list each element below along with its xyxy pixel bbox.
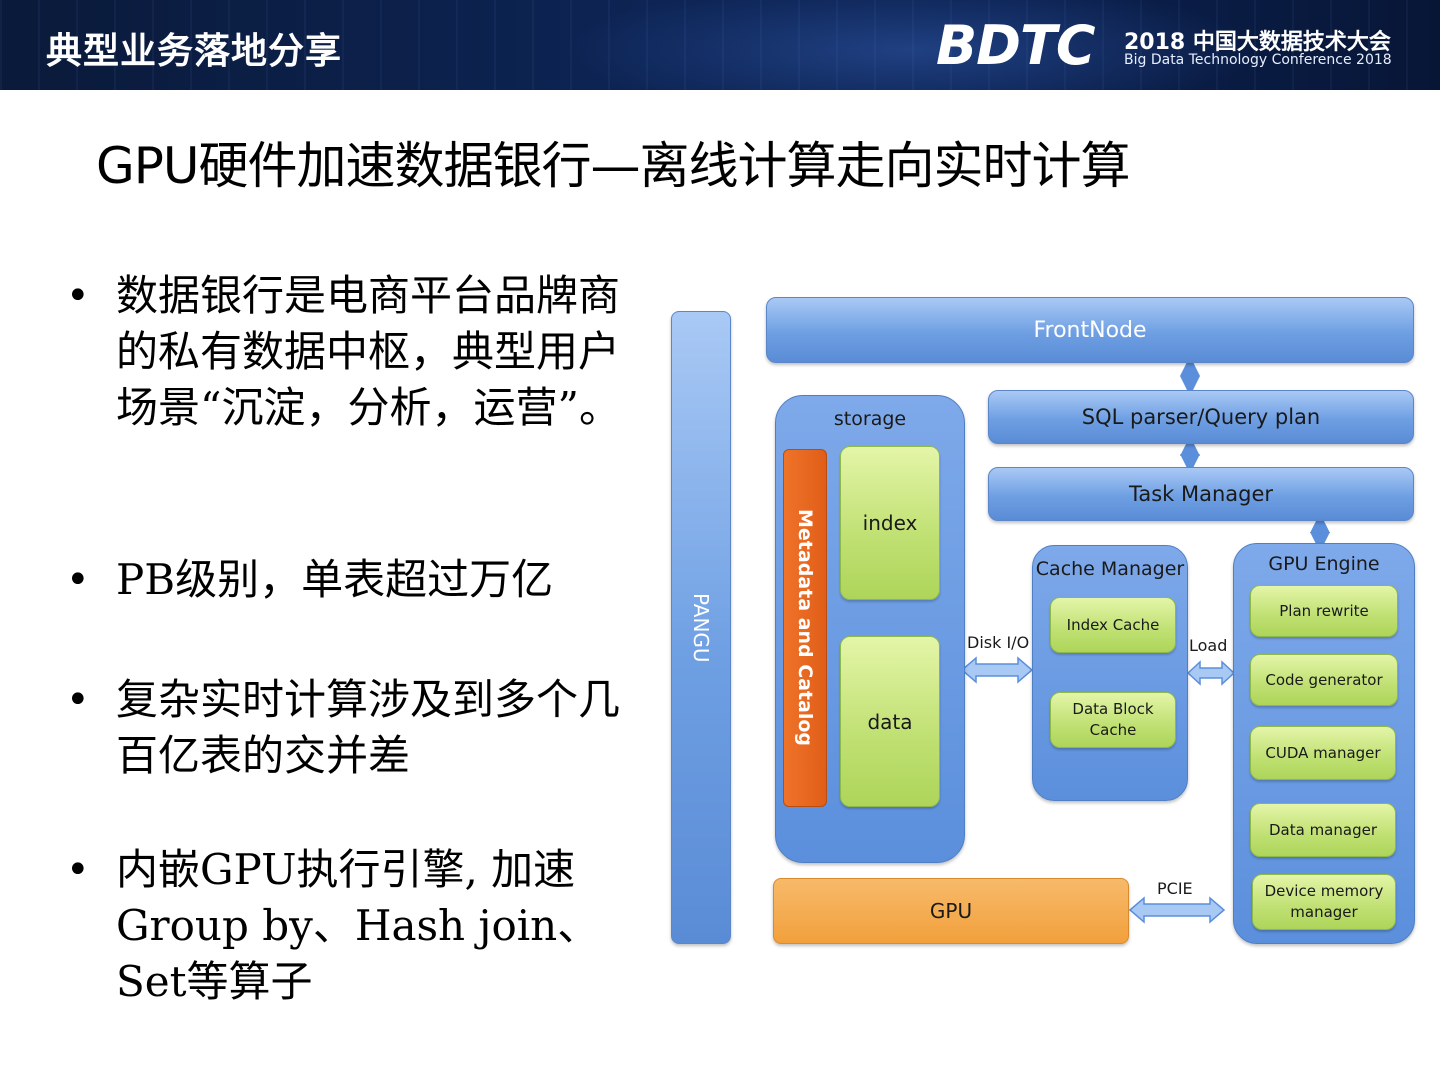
device-memory-label-line1: Device memory bbox=[1264, 882, 1384, 900]
data-block-cache-label-line1: Data Block bbox=[1072, 700, 1154, 718]
gpu-bar: GPU bbox=[773, 878, 1129, 944]
bullet-text: 数据银行是电商平台品牌商的私有数据中枢，典型用户场景“沉淀，分析，运营”。 bbox=[116, 271, 621, 432]
bullet-dot-icon: • bbox=[66, 273, 90, 319]
header-grid-decoration bbox=[0, 0, 1440, 90]
bdtc-logo-wordmark: BDTC bbox=[936, 14, 1095, 77]
arrow-load bbox=[1186, 660, 1236, 686]
bullet-dot-icon: • bbox=[66, 677, 90, 723]
arrow-disk-io bbox=[960, 656, 1034, 684]
slide-title: GPU硬件加速数据银行—离线计算走向实时计算 bbox=[96, 137, 1130, 195]
metadata-catalog-bar: Metadata and Catalog bbox=[783, 449, 827, 807]
bullet-text: PB级别，单表超过万亿 bbox=[116, 555, 554, 604]
pcie-label: PCIE bbox=[1157, 879, 1193, 898]
task-manager-bar: Task Manager bbox=[988, 467, 1414, 521]
pangu-label: PANGU bbox=[689, 592, 713, 663]
data-block-cache-label-line2: Cache bbox=[1089, 721, 1137, 739]
gpu-engine-title: GPU Engine bbox=[1268, 553, 1380, 575]
index-cache-label: Index Cache bbox=[1066, 615, 1160, 634]
logo-subtitle-cn: 2018 中国大数据技术大会 bbox=[1124, 30, 1391, 55]
bullet-text: 内嵌GPU执行引擎, 加速Group by、Hash join、Set等算子 bbox=[116, 845, 600, 1006]
storage-title: storage bbox=[833, 408, 907, 430]
device-memory-label-line2: manager bbox=[1290, 903, 1358, 921]
bullet-dot-icon: • bbox=[66, 847, 90, 893]
header-banner: 典型业务落地分享 BDTC 2018 中国大数据技术大会 Big Data Te… bbox=[0, 0, 1440, 90]
cache-manager-panel: Cache Manager bbox=[1032, 545, 1188, 801]
data-manager-label: Data manager bbox=[1268, 820, 1377, 839]
cache-manager-title: Cache Manager bbox=[1035, 558, 1185, 580]
pangu-bar: PANGU bbox=[671, 311, 731, 944]
plan-rewrite-box: Plan rewrite bbox=[1250, 585, 1398, 637]
data-manager-box: Data manager bbox=[1250, 803, 1396, 857]
plan-rewrite-label: Plan rewrite bbox=[1279, 601, 1369, 620]
storage-data-label: data bbox=[867, 709, 913, 734]
bullet-text: 复杂实时计算涉及到多个几百亿表的交并差 bbox=[116, 675, 621, 780]
gpu-label: GPU bbox=[929, 899, 973, 923]
task-manager-label: Task Manager bbox=[1128, 482, 1274, 506]
cuda-manager-box: CUDA manager bbox=[1250, 726, 1396, 780]
sql-parser-bar: SQL parser/Query plan bbox=[988, 390, 1414, 444]
data-block-cache-box: Data Block Cache bbox=[1050, 692, 1176, 748]
device-memory-manager-box: Device memory manager bbox=[1252, 874, 1396, 930]
section-title: 典型业务落地分享 bbox=[46, 31, 343, 72]
disk-io-label: Disk I/O bbox=[967, 633, 1030, 652]
bullet-dot-icon: • bbox=[66, 557, 90, 603]
frontnode-bar: FrontNode bbox=[766, 297, 1414, 363]
frontnode-label: FrontNode bbox=[1033, 317, 1147, 343]
cuda-manager-label: CUDA manager bbox=[1265, 743, 1381, 762]
code-generator-box: Code generator bbox=[1250, 654, 1398, 706]
storage-index-box: index bbox=[840, 446, 940, 600]
metadata-catalog-label: Metadata and Catalog bbox=[794, 509, 816, 747]
storage-data-box: data bbox=[840, 636, 940, 807]
load-label: Load bbox=[1189, 636, 1228, 655]
sql-parser-label: SQL parser/Query plan bbox=[1081, 405, 1321, 429]
arrow-pcie bbox=[1128, 896, 1226, 924]
header-glow-decoration bbox=[560, 0, 1260, 90]
code-generator-label: Code generator bbox=[1265, 670, 1383, 689]
logo-subtitle-en: Big Data Technology Conference 2018 bbox=[1124, 52, 1392, 68]
storage-index-label: index bbox=[862, 511, 918, 535]
index-cache-box: Index Cache bbox=[1050, 597, 1176, 653]
